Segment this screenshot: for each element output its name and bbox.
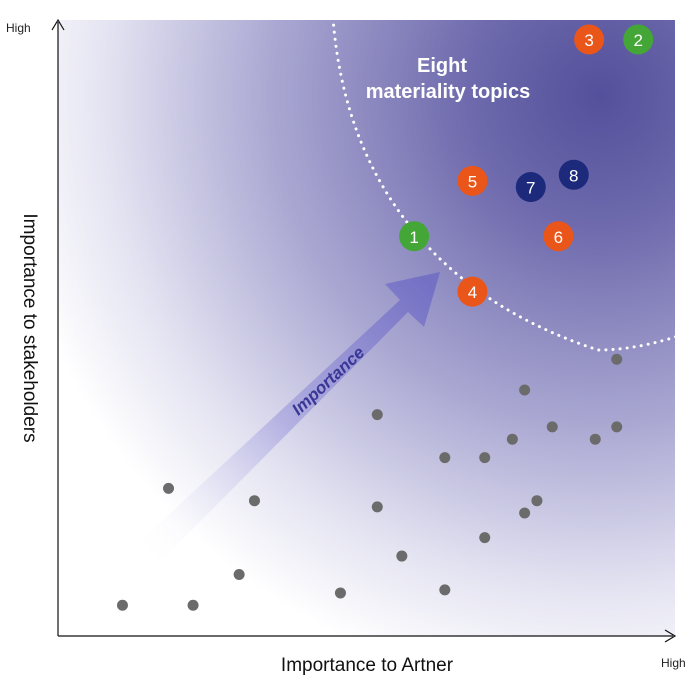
material-topic-label: 5 <box>468 172 477 191</box>
other-topic-point <box>439 452 451 464</box>
material-topic-1: 1 <box>399 221 430 252</box>
other-topic-point <box>479 532 491 544</box>
material-topic-5: 5 <box>457 165 488 196</box>
material-topic-label: 4 <box>468 283 477 302</box>
other-topic-point <box>531 495 543 507</box>
other-topic-point <box>248 495 260 507</box>
y-axis-title: Importance to stakeholders <box>19 213 40 442</box>
material-topic-7: 7 <box>515 172 546 203</box>
other-topic-point <box>371 409 383 421</box>
other-topic-point <box>589 433 601 445</box>
x-axis-title: Importance to Artner <box>281 655 454 676</box>
other-topic-point <box>519 384 531 396</box>
material-topic-marker <box>457 165 488 196</box>
other-topic-point <box>506 433 518 445</box>
other-topic-point <box>519 507 531 519</box>
material-topic-marker <box>515 172 546 203</box>
callout-line-2: materiality topics <box>366 81 531 103</box>
other-topic-point <box>396 550 408 562</box>
material-topic-2: 2 <box>623 24 654 55</box>
y-axis-high-label: High <box>6 21 31 35</box>
other-topic-point <box>439 584 451 596</box>
other-topics <box>116 353 623 611</box>
y-axis-arrowhead <box>51 18 65 31</box>
other-topic-point <box>334 587 346 599</box>
other-topic-point <box>479 452 491 464</box>
x-axis-high-label: High <box>661 656 686 670</box>
other-topic-point <box>611 353 623 365</box>
material-topic-6: 6 <box>543 221 574 252</box>
material-topic-label: 8 <box>569 166 578 185</box>
material-topics: 1 2 3 4 5 6 7 8 <box>399 24 654 307</box>
materiality-boundary <box>331 16 680 352</box>
other-topic-point <box>546 421 558 433</box>
material-topic-marker <box>623 24 654 55</box>
callout-line-1: Eight <box>417 55 467 77</box>
other-topic-point <box>163 482 175 494</box>
other-topic-point <box>233 569 245 580</box>
other-topic-point <box>187 599 199 611</box>
material-topic-marker <box>574 24 605 55</box>
material-topic-marker <box>399 221 430 252</box>
material-topic-marker <box>543 221 574 252</box>
other-topic-point <box>611 421 623 433</box>
material-topic-4: 4 <box>457 276 488 307</box>
material-topic-3: 3 <box>574 24 605 55</box>
material-topic-8: 8 <box>558 159 589 190</box>
material-topic-label: 3 <box>584 31 593 50</box>
material-topic-label: 7 <box>526 179 535 198</box>
other-topic-point <box>371 501 383 513</box>
other-topic-point <box>116 599 128 611</box>
material-topic-marker <box>558 159 589 190</box>
x-axis-arrowhead <box>664 629 677 643</box>
material-topic-label: 2 <box>633 31 642 50</box>
material-topic-marker <box>457 276 488 307</box>
material-topic-label: 1 <box>409 228 418 247</box>
material-topic-label: 6 <box>554 228 563 247</box>
